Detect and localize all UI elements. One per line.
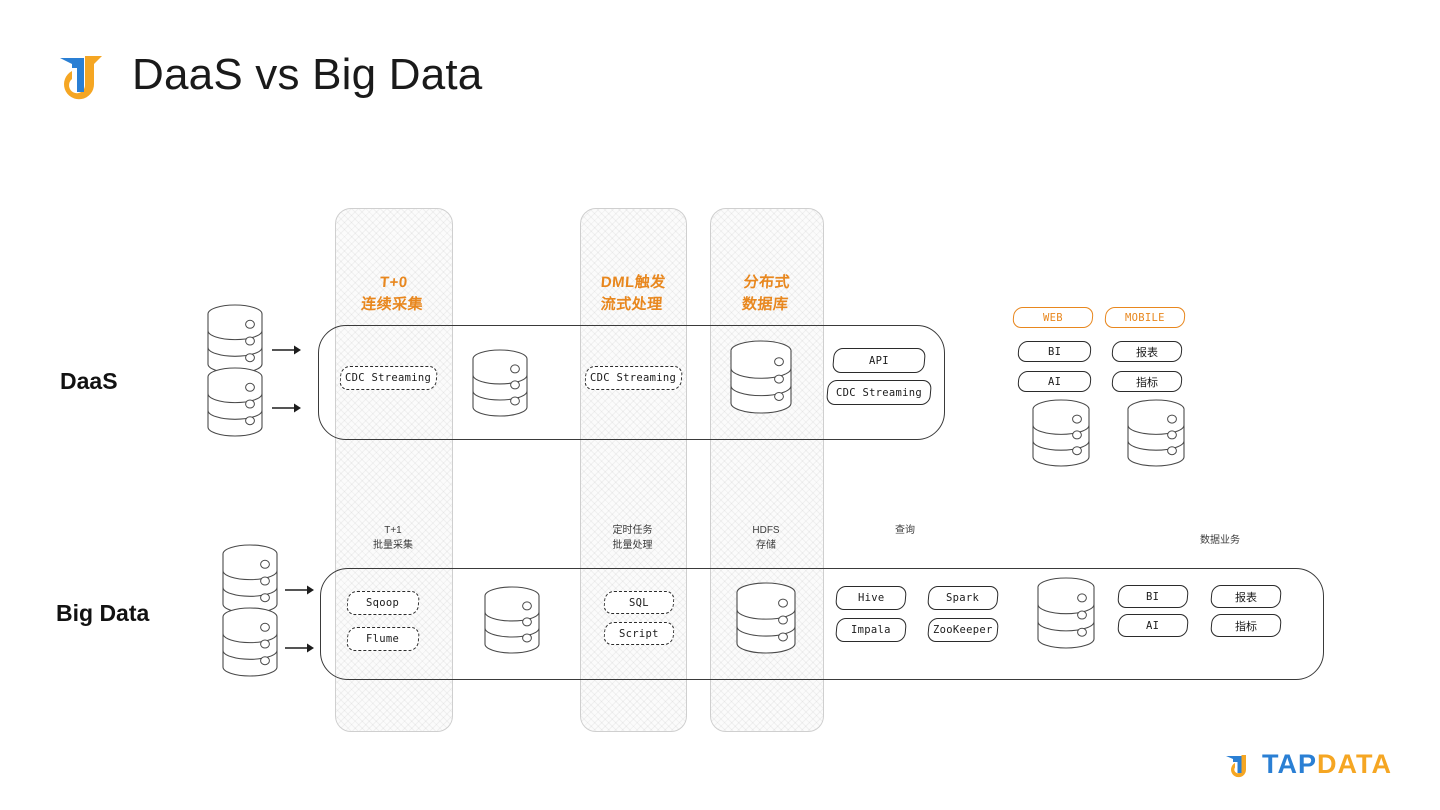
- chip-bi-daas[interactable]: BI: [1017, 341, 1092, 362]
- sub-query: 查询: [855, 523, 955, 538]
- chip-zookeeper[interactable]: ZooKeeper: [926, 618, 1000, 642]
- sub-batch-capture: T+1 批量采集: [335, 523, 451, 553]
- footer-brand-logo: TAP DATA: [1224, 749, 1392, 780]
- daas-middle-db: [472, 349, 528, 418]
- chip-spark-label: Spark: [946, 592, 980, 604]
- band-dml-stream-title: DML触发流式处理: [578, 272, 686, 316]
- sub-data-business: 数据业务: [1150, 533, 1290, 548]
- chip-cdc-streaming-capture[interactable]: CDC Streaming: [338, 366, 439, 390]
- chip-mobile-label: MOBILE: [1125, 311, 1165, 324]
- bd-middle-db: [484, 586, 540, 655]
- chip-metric-bigdata-label: 指标: [1235, 620, 1257, 633]
- consumer-db-mobile: [1127, 399, 1185, 468]
- chip-impala-label: Impala: [851, 624, 891, 636]
- sub-hdfs-storage-line1: HDFS: [752, 525, 780, 536]
- brand-mark-icon: [1226, 754, 1247, 777]
- row-label-row-bigdata: Big Data: [56, 600, 150, 626]
- chip-report-bigdata-label: 报表: [1235, 591, 1257, 604]
- chip-sqoop-label: Sqoop: [366, 597, 400, 609]
- daas-arrow-2: [272, 402, 302, 414]
- chip-cdc-streaming-serve-label: CDC Streaming: [835, 386, 923, 399]
- chip-cdc-streaming-serve[interactable]: CDC Streaming: [825, 380, 933, 405]
- page-title: DaaS vs Big Data: [132, 50, 483, 99]
- chip-metric-bigdata[interactable]: 指标: [1209, 614, 1283, 637]
- chip-bi-bigdata[interactable]: BI: [1116, 585, 1190, 608]
- chip-report-daas[interactable]: 报表: [1111, 341, 1183, 362]
- chip-hive-label: Hive: [857, 592, 885, 604]
- bd-serve-db: [1037, 577, 1095, 650]
- chip-cdc-streaming-process[interactable]: CDC Streaming: [583, 366, 684, 390]
- chip-web-label: WEB: [1043, 311, 1063, 324]
- chip-ai-daas[interactable]: AI: [1017, 371, 1092, 392]
- sub-batch-capture-line1: T+1: [384, 525, 402, 536]
- consumer-db-web: [1032, 399, 1090, 468]
- band-dml-stream-title-line2: 流式处理: [600, 295, 664, 313]
- chip-cdc-streaming-process-label: CDC Streaming: [590, 372, 677, 384]
- daas-store-db: [730, 340, 792, 415]
- bd-source-db-2: [222, 607, 278, 678]
- chip-report-bigdata[interactable]: 报表: [1209, 585, 1283, 608]
- tapdata-droplet-logo-icon: [52, 44, 114, 106]
- chip-mobile[interactable]: MOBILE: [1104, 307, 1186, 328]
- chip-impala[interactable]: Impala: [834, 618, 908, 642]
- band-continuous-capture-title-line2: 连续采集: [360, 295, 424, 313]
- chip-web[interactable]: WEB: [1012, 307, 1094, 328]
- chip-flume-label: Flume: [366, 633, 400, 645]
- chip-zookeeper-label: ZooKeeper: [933, 624, 993, 636]
- chip-report-daas-label: 报表: [1136, 346, 1158, 359]
- band-continuous-capture-title: T+0 连续采集: [333, 272, 452, 316]
- chip-ai-daas-label: AI: [1047, 375, 1062, 388]
- chip-sqoop[interactable]: Sqoop: [345, 591, 421, 615]
- chip-bi-daas-label: BI: [1047, 345, 1062, 358]
- bd-arrow-2: [285, 642, 315, 654]
- chip-api-label: API: [869, 354, 889, 367]
- row-label-row-daas: DaaS: [60, 368, 118, 394]
- chip-hive[interactable]: Hive: [834, 586, 908, 610]
- chip-flume[interactable]: Flume: [345, 627, 421, 651]
- chip-sql[interactable]: SQL: [602, 591, 676, 614]
- chip-api[interactable]: API: [831, 348, 927, 373]
- slide-header: DaaS vs Big Data: [52, 44, 482, 106]
- chip-spark[interactable]: Spark: [926, 586, 1000, 610]
- sub-data-business-line1: 数据业务: [1200, 535, 1240, 546]
- chip-bi-bigdata-label: BI: [1146, 590, 1160, 603]
- daas-flow-container: [318, 325, 945, 440]
- sub-batch-capture-line2: 批量采集: [373, 540, 413, 551]
- band-distributed-db-title-line2: 数据库: [741, 295, 790, 313]
- sub-query-line1: 查询: [895, 525, 915, 536]
- brand-text-data: DATA: [1317, 749, 1392, 779]
- band-distributed-db-title-line1: 分布式: [742, 274, 791, 291]
- band-dml-stream: [580, 208, 687, 732]
- daas-source-db-1: [207, 304, 263, 375]
- chip-script-label: Script: [619, 627, 659, 640]
- chip-script[interactable]: Script: [602, 622, 676, 645]
- bd-store-db: [736, 582, 796, 655]
- sub-scheduled-batch-line1: 定时任务: [612, 525, 653, 536]
- sub-scheduled-batch-line2: 批量处理: [612, 540, 653, 551]
- chip-ai-bigdata[interactable]: AI: [1116, 614, 1190, 637]
- chip-sql-label: SQL: [629, 596, 649, 609]
- bd-arrow-1: [285, 584, 315, 596]
- daas-source-db-2: [207, 367, 263, 438]
- sub-hdfs-storage-line2: 存储: [756, 540, 776, 551]
- sub-scheduled-batch: 定时任务批量处理: [580, 523, 685, 553]
- chip-metric-daas[interactable]: 指标: [1111, 371, 1183, 392]
- band-continuous-capture-title-line1: T+0: [379, 274, 409, 291]
- sub-hdfs-storage: HDFS 存储: [710, 523, 822, 553]
- bd-source-db-1: [222, 544, 278, 615]
- bigdata-flow-container: [320, 568, 1324, 680]
- chip-metric-daas-label: 指标: [1136, 376, 1158, 389]
- chip-ai-bigdata-label: AI: [1146, 619, 1160, 632]
- brand-text-tap: TAP: [1262, 749, 1318, 779]
- chip-cdc-streaming-capture-label: CDC Streaming: [345, 372, 432, 384]
- band-distributed-db-title: 分布式数据库: [708, 272, 823, 316]
- daas-arrow-1: [272, 344, 302, 356]
- band-dml-stream-title-line1: DML触发: [600, 274, 667, 291]
